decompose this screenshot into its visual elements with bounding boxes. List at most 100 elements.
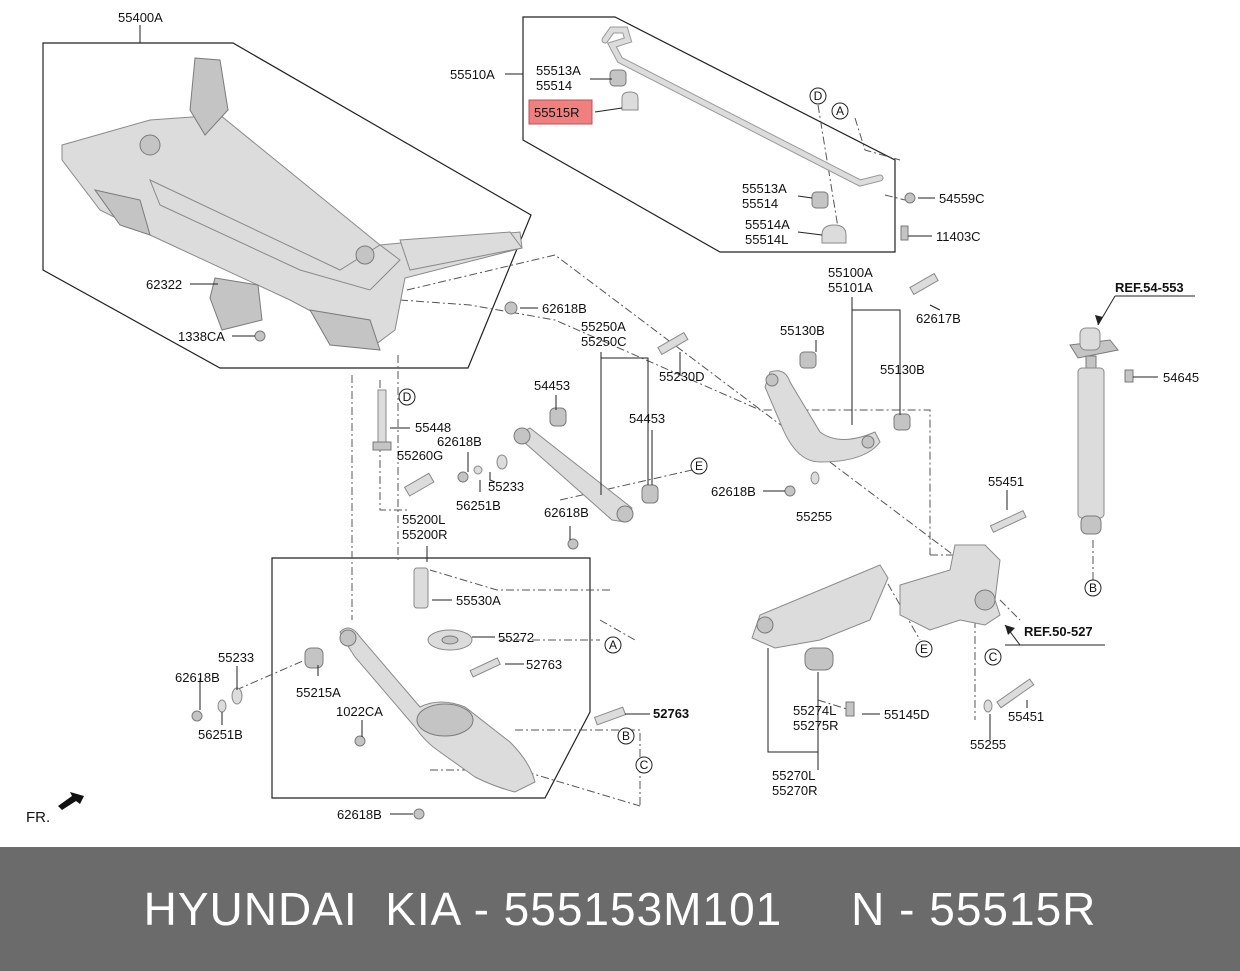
label-55130B: 55130B <box>780 323 825 338</box>
nut-62618B-f <box>784 485 796 497</box>
washer-55233-b <box>231 687 243 705</box>
label-55274L: 55274L <box>793 703 836 718</box>
bolt-52763-a <box>469 657 501 678</box>
washer-56251B-b <box>217 699 227 713</box>
bushing-55513A-top <box>609 69 627 87</box>
label-55200L: 55200L <box>402 512 445 527</box>
bolt-11403C <box>900 225 909 241</box>
label-55101A: 55101A <box>828 280 873 295</box>
front-direction-label: FR. <box>26 809 50 826</box>
label-55145D: 55145D <box>884 707 930 722</box>
bolt-55451-a <box>989 510 1027 533</box>
label-62618B: 62618B <box>437 434 482 449</box>
label-55514A: 55514A <box>745 217 790 232</box>
nut-62618B-mid <box>457 471 469 483</box>
label-62617B: 62617B <box>916 311 961 326</box>
label-55230D: 55230D <box>659 369 705 384</box>
bushing-55130B-b <box>893 413 911 431</box>
lower-arm-group-frame <box>271 557 591 799</box>
lateral-link-55250A <box>513 427 634 523</box>
marker-e-right: E <box>690 457 708 475</box>
washer-55233 <box>496 454 508 470</box>
crossmember-part <box>61 57 523 351</box>
washer-56251B <box>473 465 483 475</box>
parts-diagram: 55400A 62322 1338CA 62618B 55510A 55513A… <box>26 10 1199 826</box>
svg-text:E: E <box>920 642 928 656</box>
label-1022CA: 1022CA <box>336 704 383 719</box>
bolt-54645 <box>1124 369 1134 383</box>
svg-text:B: B <box>622 729 630 743</box>
label-55255: 55255 <box>970 737 1006 752</box>
label-55233: 55233 <box>218 650 254 665</box>
label-62618B: 62618B <box>337 807 382 822</box>
washer-55255-b <box>983 699 993 713</box>
label-62322: 62322 <box>146 277 182 292</box>
stabilizer-group-frame <box>522 16 896 253</box>
bushing-55130B-a <box>799 351 817 369</box>
label-55451: 55451 <box>1008 709 1044 724</box>
label-55514: 55514 <box>742 196 778 211</box>
label-1338CA: 1338CA <box>178 329 225 344</box>
label-56251B: 56251B <box>456 498 501 513</box>
label-55233: 55233 <box>488 479 524 494</box>
label-55510A: 55510A <box>450 67 495 82</box>
label-55255: 55255 <box>796 509 832 524</box>
marker-c-knuckle: C <box>984 648 1002 666</box>
label-54645: 54645 <box>1163 370 1199 385</box>
nut-62618B-d <box>191 710 203 722</box>
label-55260G: 55260G <box>397 448 443 463</box>
label-55400A: 55400A <box>118 10 163 25</box>
bolt-62617B <box>909 272 939 296</box>
label-55514: 55514 <box>536 78 572 93</box>
bracket-55515R <box>621 91 639 111</box>
label-56251B: 56251B <box>198 727 243 742</box>
svg-text:D: D <box>403 390 412 404</box>
svg-text:C: C <box>989 650 998 664</box>
stabilizer-bar <box>601 26 884 187</box>
crossmember-group-frame <box>42 42 532 369</box>
marker-b-shock: B <box>1084 579 1102 597</box>
label-11403C: 11403C <box>936 229 981 244</box>
label-55250C: 55250C <box>581 334 627 349</box>
label-52763: 52763 <box>653 706 689 721</box>
bushing-54453-b <box>641 484 659 504</box>
nut-62618B-e <box>413 808 425 820</box>
bushing-55215A <box>304 647 324 669</box>
svg-text:A: A <box>836 104 844 118</box>
bracket-62322 <box>209 277 263 331</box>
washer-55255-a <box>810 471 820 485</box>
nut-62618B-top <box>504 301 518 315</box>
upper-arm-55100A <box>764 370 881 463</box>
label-55270L: 55270L <box>772 768 815 783</box>
highlight-box-55515R <box>528 99 593 125</box>
bushing-54453-a <box>549 407 567 427</box>
label-55513A: 55513A <box>536 63 581 78</box>
label-55250A: 55250A <box>581 319 626 334</box>
knuckle <box>899 544 1001 631</box>
svg-text:B: B <box>1089 581 1097 595</box>
bolt-55230D <box>657 331 689 356</box>
bolt-55448 <box>377 389 387 446</box>
footer-bar: HYUNDAI KIA - 555153M101 N - 55515R <box>0 847 1240 971</box>
label-ref-50-527: REF.50-527 <box>1024 624 1093 639</box>
bushing-55274L <box>804 647 834 671</box>
label-55515R: 55515R <box>534 105 580 120</box>
svg-text:A: A <box>609 638 617 652</box>
label-55513A: 55513A <box>742 181 787 196</box>
marker-d-mid: D <box>398 388 416 406</box>
label-55270R: 55270R <box>772 783 818 798</box>
label-55514L: 55514L <box>745 232 788 247</box>
svg-text:C: C <box>640 758 649 772</box>
marker-d-top: D <box>809 87 827 105</box>
label-ref-54-553: REF.54-553 <box>1115 280 1184 295</box>
marker-c-lower: C <box>635 756 653 774</box>
label-55100A: 55100A <box>828 265 873 280</box>
label-55448: 55448 <box>415 420 451 435</box>
label-62618B: 62618B <box>175 670 220 685</box>
label-55130B: 55130B <box>880 362 925 377</box>
label-55215A: 55215A <box>296 685 341 700</box>
nut-1338CA <box>254 330 266 342</box>
label-55275R: 55275R <box>793 718 839 733</box>
label-62618B: 62618B <box>711 484 756 499</box>
